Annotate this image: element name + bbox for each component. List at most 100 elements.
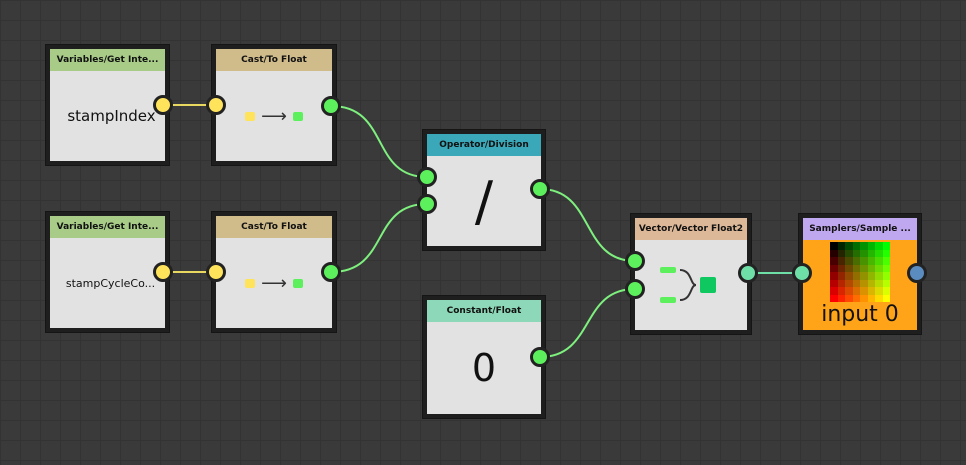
node-title: Variables/Get Inte... — [50, 216, 165, 238]
output-port[interactable] — [153, 95, 173, 115]
input-port[interactable] — [625, 279, 645, 299]
variable-name: stampCycleCo... — [65, 276, 156, 290]
input-port[interactable] — [792, 263, 812, 283]
node-title: Cast/To Float — [216, 216, 332, 238]
node-operator-division[interactable]: Operator/Division / — [422, 129, 546, 251]
preview-pixel — [875, 272, 883, 280]
preview-pixel — [860, 257, 868, 265]
preview-pixel — [875, 249, 883, 257]
preview-pixel — [875, 257, 883, 265]
node-title: Variables/Get Inte... — [50, 49, 165, 71]
preview-pixel — [837, 249, 845, 257]
preview-pixel — [845, 272, 853, 280]
preview-pixel — [860, 294, 868, 302]
preview-pixel — [860, 264, 868, 272]
preview-pixel — [875, 287, 883, 295]
node-get-integer-stampcycle[interactable]: Variables/Get Inte... stampCycleCo... — [45, 211, 170, 333]
input-port[interactable] — [206, 262, 226, 282]
preview-pixel — [875, 264, 883, 272]
preview-pixel — [852, 264, 860, 272]
output-port[interactable] — [321, 262, 341, 282]
input-port[interactable] — [417, 194, 437, 214]
sampler-input-label: input 0 — [821, 302, 899, 327]
preview-pixel — [875, 279, 883, 287]
preview-pixel — [837, 279, 845, 287]
preview-pixel — [860, 279, 868, 287]
preview-pixel — [867, 242, 875, 250]
node-title: Samplers/Sample ... — [803, 218, 917, 240]
preview-pixel — [845, 279, 853, 287]
preview-pixel — [852, 287, 860, 295]
preview-pixel — [867, 249, 875, 257]
preview-pixel — [882, 249, 890, 257]
preview-pixel — [875, 294, 883, 302]
preview-pixel — [882, 272, 890, 280]
preview-pixel — [867, 257, 875, 265]
preview-pixel — [852, 279, 860, 287]
node-cast-to-float-2[interactable]: Cast/To Float ⟶ — [211, 211, 337, 333]
variable-name: stampIndex — [67, 107, 156, 125]
preview-pixel — [882, 287, 890, 295]
output-port[interactable] — [738, 263, 758, 283]
output-port[interactable] — [321, 96, 341, 116]
cast-icon: ⟶ — [216, 71, 332, 161]
preview-pixel — [860, 242, 868, 250]
preview-pixel — [852, 294, 860, 302]
preview-pixel — [830, 257, 838, 265]
preview-pixel — [837, 294, 845, 302]
preview-pixel — [830, 279, 838, 287]
preview-pixel — [830, 264, 838, 272]
wire-constant-vector — [539, 288, 636, 358]
preview-pixel — [845, 287, 853, 295]
preview-pixel — [845, 264, 853, 272]
preview-pixel — [867, 287, 875, 295]
cast-icon: ⟶ — [216, 238, 332, 328]
output-port[interactable] — [153, 262, 173, 282]
preview-pixel — [867, 279, 875, 287]
preview-pixel — [830, 272, 838, 280]
preview-pixel — [837, 264, 845, 272]
node-title: Cast/To Float — [216, 49, 332, 71]
vector-combine-icon — [635, 240, 747, 330]
preview-pixel — [837, 257, 845, 265]
preview-pixel — [867, 294, 875, 302]
input-port[interactable] — [625, 251, 645, 271]
preview-pixel — [882, 279, 890, 287]
preview-pixel — [845, 294, 853, 302]
preview-pixel — [830, 294, 838, 302]
preview-pixel — [830, 249, 838, 257]
preview-pixel — [882, 294, 890, 302]
constant-value-input[interactable] — [452, 345, 516, 391]
preview-pixel — [837, 272, 845, 280]
preview-pixel — [845, 257, 853, 265]
preview-pixel — [882, 242, 890, 250]
output-port[interactable] — [530, 179, 550, 199]
preview-pixel — [875, 242, 883, 250]
preview-pixel — [852, 257, 860, 265]
preview-pixel — [845, 249, 853, 257]
wire-cast1-division — [330, 105, 428, 178]
node-title: Constant/Float — [427, 300, 541, 322]
input-port[interactable] — [206, 95, 226, 115]
preview-pixel — [860, 287, 868, 295]
node-vector-float2[interactable]: Vector/Vector Float2 — [630, 213, 752, 335]
preview-pixel — [882, 257, 890, 265]
preview-pixel — [852, 249, 860, 257]
preview-pixel — [845, 242, 853, 250]
node-title: Operator/Division — [427, 134, 541, 156]
node-get-integer-stampindex[interactable]: Variables/Get Inte... stampIndex — [45, 44, 170, 166]
input-port[interactable] — [417, 167, 437, 187]
wire-division-vector — [539, 188, 636, 262]
node-cast-to-float-1[interactable]: Cast/To Float ⟶ — [211, 44, 337, 166]
preview-pixel — [867, 272, 875, 280]
preview-pixel — [837, 287, 845, 295]
preview-pixel — [830, 242, 838, 250]
preview-pixel — [860, 249, 868, 257]
preview-pixel — [860, 272, 868, 280]
division-symbol: / — [474, 169, 494, 233]
output-port[interactable] — [530, 347, 550, 367]
preview-pixel — [852, 272, 860, 280]
node-constant-float[interactable]: Constant/Float — [422, 295, 546, 419]
output-port[interactable] — [907, 263, 927, 283]
node-sampler[interactable]: Samplers/Sample ... input 0 — [798, 213, 922, 335]
